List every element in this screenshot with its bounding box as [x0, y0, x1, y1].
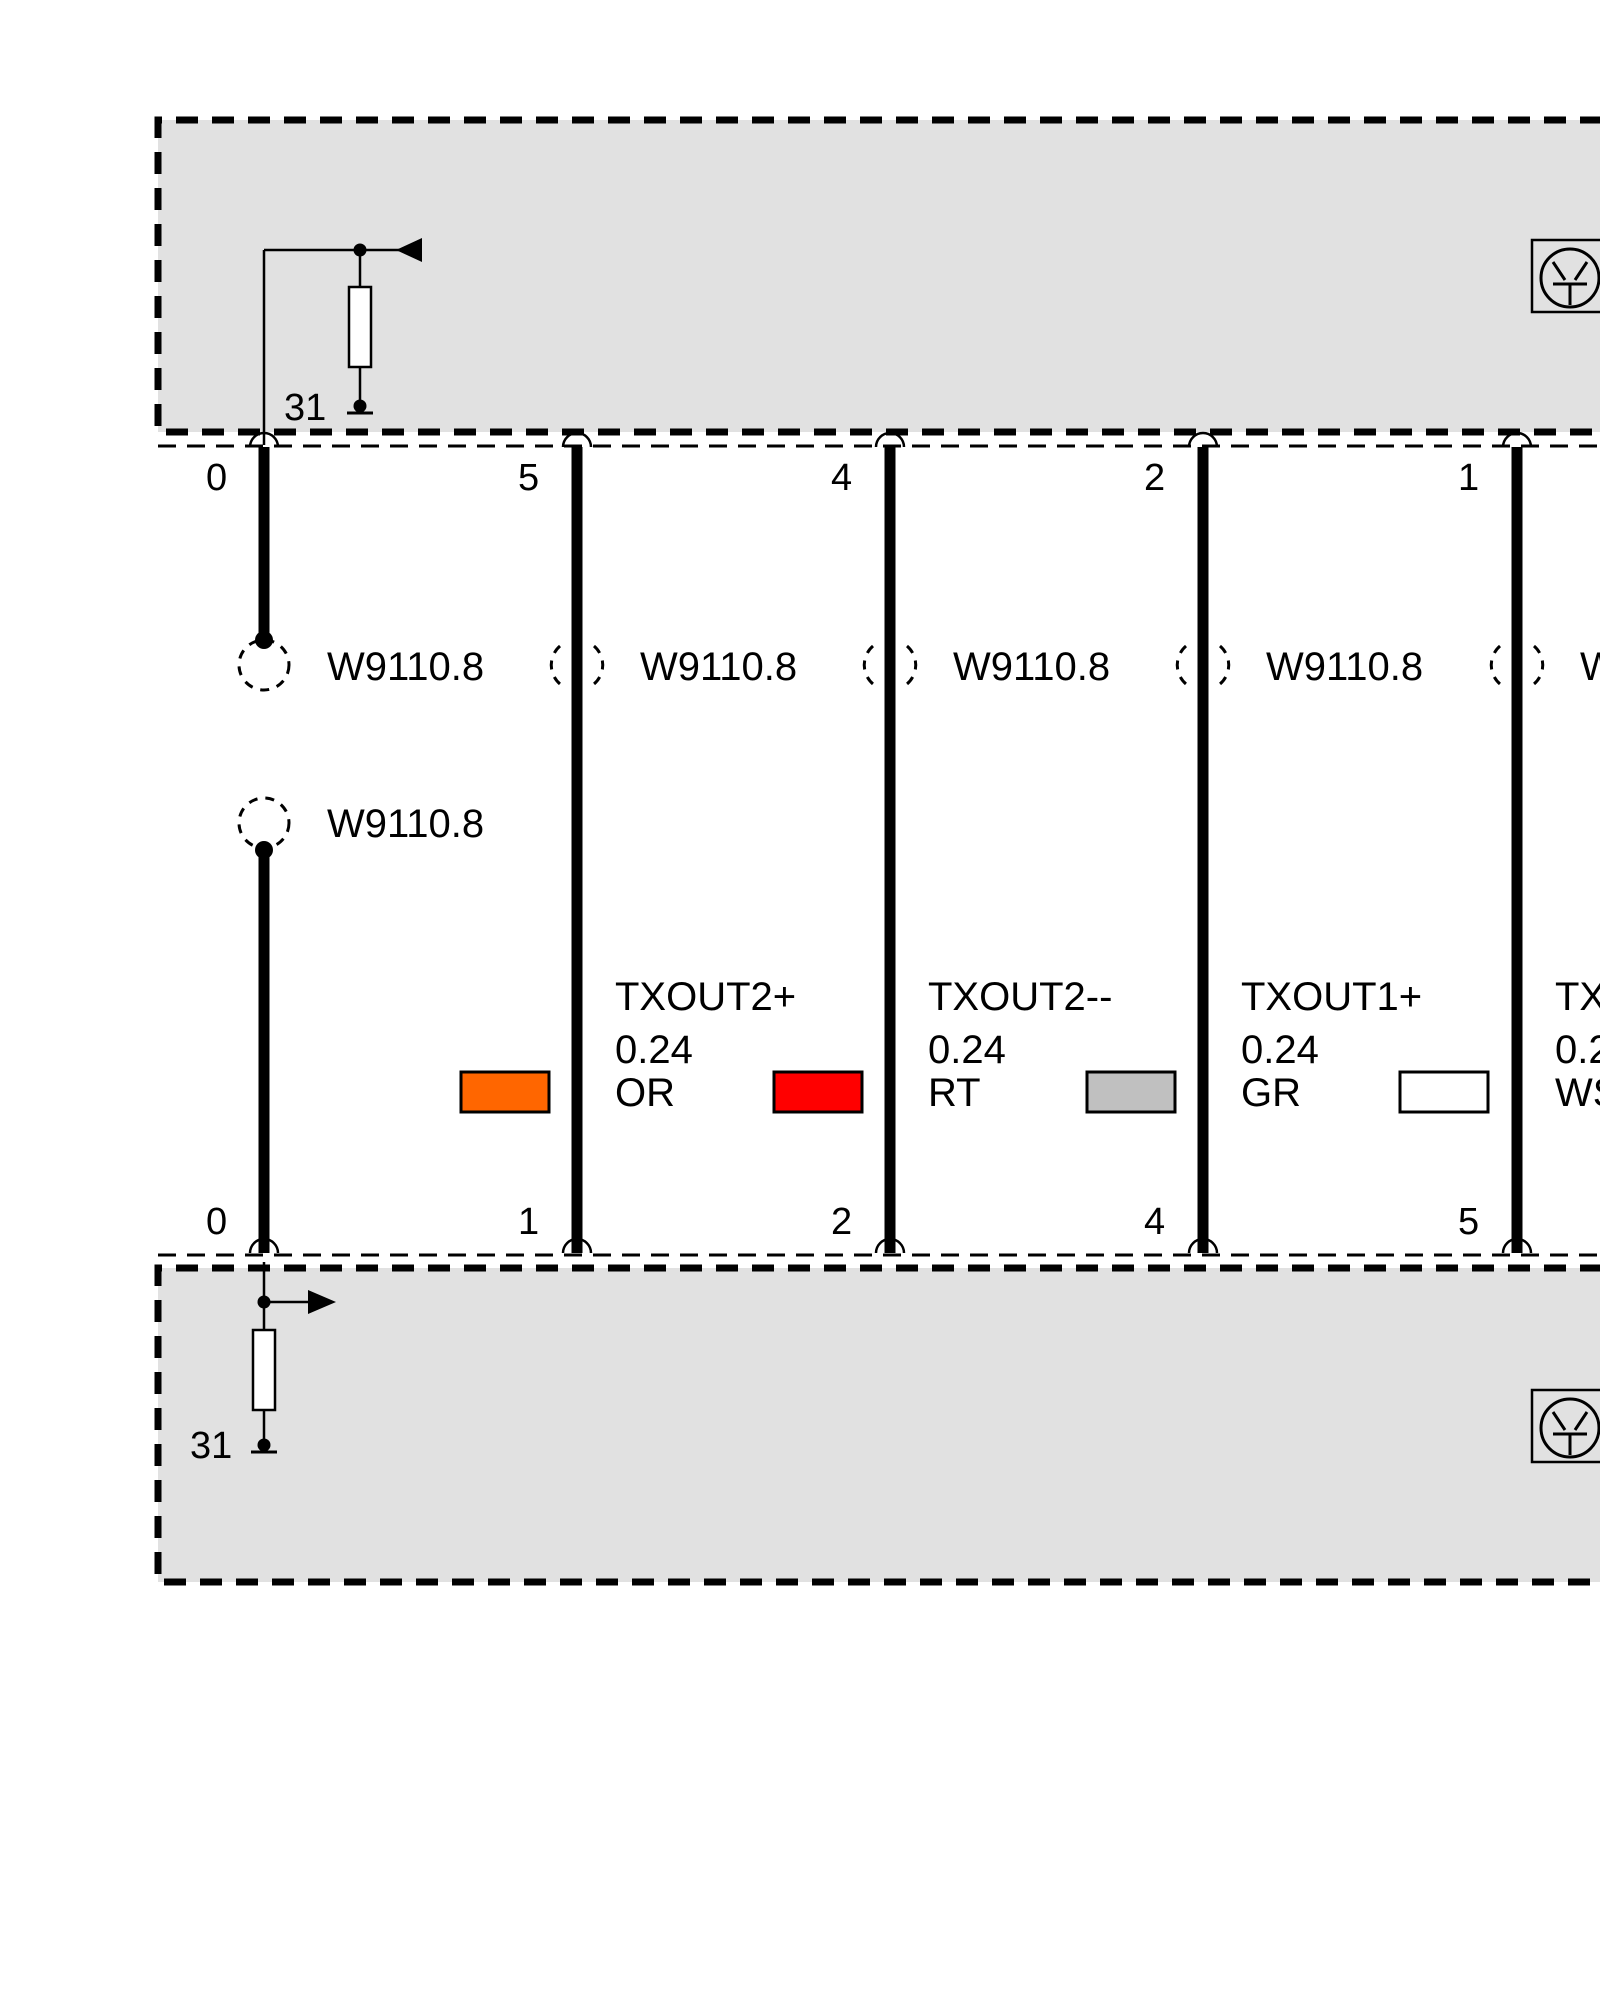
resistor-icon [347, 285, 373, 369]
wire-3-signal: TXOUT1+ [1241, 975, 1422, 1019]
wire-2-color-code: RT [928, 1071, 981, 1115]
splice-icon [237, 796, 291, 850]
wire-1-signal: TXOUT2+ [615, 975, 796, 1019]
top-ground-label: 31 [284, 387, 326, 429]
splice-icon [237, 638, 291, 692]
bottom-transistor-icon [1530, 1388, 1600, 1464]
wire-2-splice: W9110.8 [953, 645, 1110, 689]
top-pin-0: 0 [206, 457, 227, 499]
bottom-pin-1: 1 [518, 1201, 539, 1243]
wire-4: W TX 0.2 WS [1398, 431, 1600, 1254]
wire-2-size: 0.24 [928, 1028, 1006, 1072]
resistor-icon [251, 1328, 277, 1412]
bottom-pin-4: 4 [1144, 1201, 1165, 1243]
wire-1-size: 0.24 [615, 1028, 693, 1072]
wire-0-splice-top: W9110.8 [327, 645, 484, 689]
wire-1: W9110.8 TXOUT2+ 0.24 OR [459, 431, 797, 1254]
top-resistor-circuit: 31 [262, 238, 422, 445]
bottom-module: 31 0 1 2 4 5 [154, 1201, 1600, 1586]
wire-4-splice: W [1580, 645, 1600, 689]
wire-2: W9110.8 TXOUT2-- 0.24 RT [772, 431, 1112, 1254]
wire-1-color-swatch [459, 1070, 551, 1114]
top-module-box [154, 116, 1600, 436]
top-pin-2: 2 [1144, 457, 1165, 499]
wire-3-color-swatch [1085, 1070, 1177, 1114]
wire-1-color-code: OR [615, 1071, 675, 1115]
wire-1-splice: W9110.8 [640, 645, 797, 689]
wire-4-signal: TX [1555, 975, 1600, 1019]
bottom-resistor-circuit: 31 [190, 1262, 336, 1467]
wire-2-signal: TXOUT2-- [928, 975, 1112, 1019]
wire-4-color-code: WS [1555, 1071, 1600, 1115]
bottom-pin-5: 5 [1458, 1201, 1479, 1243]
wire-3-splice: W9110.8 [1266, 645, 1423, 689]
wire-3-color-code: GR [1241, 1071, 1301, 1115]
bottom-module-box [154, 1264, 1600, 1586]
bottom-pin-0: 0 [206, 1201, 227, 1243]
wire-3: W9110.8 TXOUT1+ 0.24 GR [1085, 431, 1423, 1254]
top-pin-1: 1 [1458, 457, 1479, 499]
wire-3-size: 0.24 [1241, 1028, 1319, 1072]
wire-0-splice-bottom: W9110.8 [327, 802, 484, 846]
arrow-left-icon [396, 238, 422, 262]
arrow-right-icon [308, 1290, 336, 1314]
wire-4-color-swatch [1398, 1070, 1490, 1114]
wire-2-color-swatch [772, 1070, 864, 1114]
wire-0: W9110.8 W9110.8 [237, 431, 484, 1254]
top-pin-5: 5 [518, 457, 539, 499]
top-pin-4: 4 [831, 457, 852, 499]
top-module: 31 0 5 4 2 1 [154, 116, 1600, 499]
bottom-pin-2: 2 [831, 1201, 852, 1243]
wire-4-size: 0.2 [1555, 1028, 1600, 1072]
bottom-ground-label: 31 [190, 1425, 232, 1467]
top-transistor-icon [1530, 238, 1600, 314]
